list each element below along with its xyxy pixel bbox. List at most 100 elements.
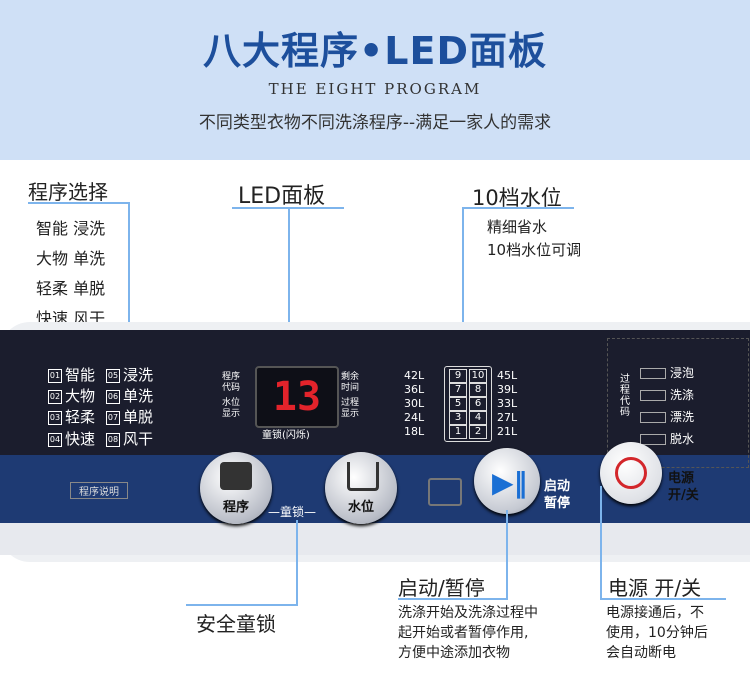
callout-line: [600, 598, 726, 600]
callout-power-line: 使用，10分钟后: [606, 625, 708, 641]
program-code-box: 01: [48, 368, 62, 383]
process-frame: [607, 338, 749, 468]
process-segment-icon: [640, 434, 666, 445]
water-level-cell: 10: [469, 369, 487, 383]
program-label: 风干: [123, 430, 154, 448]
water-level-cell: 1: [449, 425, 467, 439]
power-label-line: 电源: [668, 471, 695, 486]
program-code-box: 04: [48, 432, 62, 447]
process-item: 洗涤: [670, 388, 695, 402]
water-label-right: 39L: [497, 383, 518, 396]
start-label: 启动: [544, 479, 571, 494]
program-button[interactable]: 程序: [200, 452, 272, 524]
led-label: 剩余: [341, 372, 360, 382]
callout-water-line: 10档水位可调: [487, 241, 582, 259]
water-label-left: 18L: [404, 425, 425, 438]
led-right-labels: 剩余 时间 过程 显示: [341, 372, 359, 420]
pause-label: 暂停: [544, 496, 571, 511]
program-code-box: 03: [48, 410, 62, 425]
callout-start-line: 起开始或者暂停作用,: [398, 625, 529, 641]
water-label-right: 21L: [497, 425, 518, 438]
led-display: 13: [255, 366, 339, 428]
power-label: 电源 开/关: [668, 470, 699, 504]
start-pause-label: 启动 暂停: [544, 478, 570, 512]
play-pause-icon: ▶‖: [492, 466, 528, 499]
process-item: 脱水: [670, 432, 695, 446]
program-label: 轻柔: [65, 408, 96, 426]
program-button-label: 程序: [222, 500, 249, 515]
callout-start-line: 方便中途添加衣物: [398, 645, 510, 661]
callout-line: [506, 510, 508, 600]
process-list: 浸泡 洗涤 漂洗 脱水: [640, 362, 694, 450]
water-level-cell: 2: [469, 425, 487, 439]
callout-led-title: LED面板: [238, 184, 326, 209]
program-code-box: 06: [106, 389, 120, 404]
led-label: 时间: [341, 383, 360, 393]
start-pause-button[interactable]: ▶‖: [474, 448, 540, 514]
process-segment-icon: [640, 412, 666, 423]
callout-program-items: 智能 浸洗 大物 单洗 轻柔 单脱 快速 风干: [36, 214, 105, 334]
callout-line: [28, 202, 128, 204]
callout-water-line: 精细省水: [487, 218, 548, 236]
water-label-right: 27L: [497, 411, 518, 424]
program-label: 智能: [65, 366, 96, 384]
water-label-left: 36L: [404, 383, 425, 396]
subtitle-chinese: 不同类型衣物不同洗涤程序--满足一家人的需求: [198, 113, 552, 133]
callout-start-line: 洗涤开始及洗涤过程中: [398, 605, 538, 621]
callout-line: [462, 207, 464, 367]
program-label: 快速: [65, 430, 96, 448]
power-label-line: 开/关: [668, 488, 699, 503]
led-digits: 13: [272, 374, 322, 420]
callout-start-title: 启动/暂停: [398, 576, 485, 600]
callout-program-item: 大物 单洗: [36, 249, 106, 268]
program-label: 单脱: [123, 408, 154, 426]
water-level-cell: 9: [449, 369, 467, 383]
water-label-right: 45L: [497, 369, 518, 382]
power-button[interactable]: [600, 442, 662, 504]
water-level-cell: 5: [449, 397, 467, 411]
led-label: 显示: [222, 409, 241, 419]
water-label-left: 30L: [404, 397, 425, 410]
callout-power-line: 电源接通后，不: [606, 605, 704, 621]
water-level-cell: 7: [449, 383, 467, 397]
callout-power-desc: 电源接通后，不 使用，10分钟后 会自动断电: [606, 603, 708, 663]
water-level-cell: 3: [449, 411, 467, 425]
control-panel-base: [0, 523, 750, 555]
water-level-button[interactable]: 水位: [325, 452, 397, 524]
callout-line: [398, 598, 508, 600]
callout-line: [128, 202, 130, 354]
process-segment-icon: [640, 368, 666, 379]
program-code-box: 02: [48, 389, 62, 404]
page-title: 八大程序•LED面板: [202, 29, 547, 73]
water-level-button-label: 水位: [347, 500, 374, 515]
water-label-left: 42L: [404, 369, 425, 382]
process-code-label: 过程代码: [620, 374, 630, 418]
program-label: 单洗: [123, 387, 154, 405]
process-item: 漂洗: [670, 410, 695, 424]
callout-power-title: 电源 开/关: [608, 576, 702, 600]
program-label: 大物: [65, 387, 96, 405]
led-label: 水位: [222, 398, 241, 408]
child-lock-blink-label: 童锁(闪烁): [262, 430, 310, 441]
callout-line: [462, 207, 574, 209]
callout-line: [600, 486, 602, 598]
child-lock-label: —童锁—: [268, 505, 317, 519]
water-level-grid: 9 10 7 8 5 6 3 4 1 2: [444, 366, 492, 442]
led-label: 程序: [222, 372, 241, 382]
water-tub-icon: [347, 462, 379, 491]
process-segment-icon: [640, 390, 666, 401]
led-label: 显示: [341, 409, 360, 419]
callout-line: [186, 604, 298, 606]
power-icon: [615, 457, 647, 489]
process-item: 浸泡: [670, 366, 695, 380]
subtitle-english: THE EIGHT PROGRAM: [268, 80, 482, 98]
callout-line: [296, 520, 298, 604]
led-left-labels: 程序 代码 水位 显示: [222, 372, 240, 420]
callout-program-item: 轻柔 单脱: [36, 279, 106, 298]
water-level-cell: 6: [469, 397, 487, 411]
